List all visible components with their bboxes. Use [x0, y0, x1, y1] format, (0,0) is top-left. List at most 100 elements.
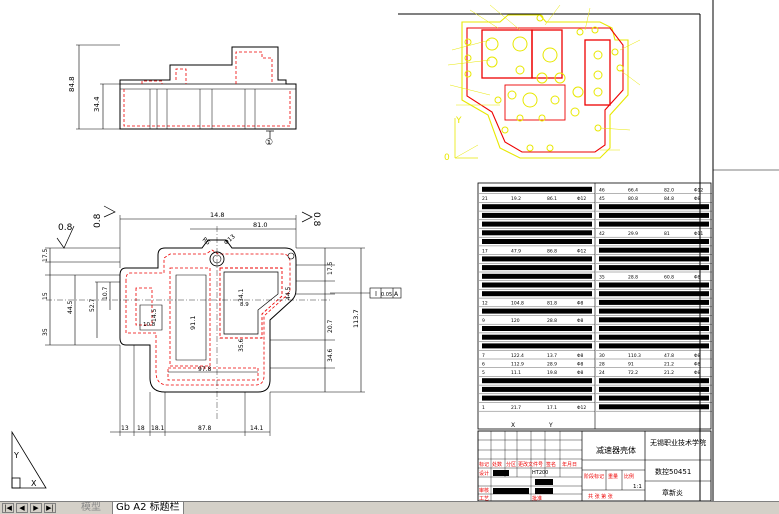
table-cell-no: 7 — [482, 353, 485, 359]
redacted-row-bar — [482, 308, 592, 314]
dim-bottom-3: 18.1 — [151, 425, 165, 432]
table-cell-d: Φ11 — [694, 231, 703, 237]
redacted-row-bar — [599, 265, 709, 271]
material-value: HT200 — [532, 470, 548, 476]
table-cell-no: 6 — [482, 362, 485, 368]
redacted-row-bar — [599, 317, 709, 323]
label-sheet: 共 张 第 张 — [588, 493, 613, 500]
dim-mid-2: 10.8 — [143, 322, 156, 328]
roughness-right: 0.8 — [311, 212, 321, 227]
iso-axis-y: Y — [455, 116, 462, 126]
table-cell-no: 28 — [599, 362, 605, 368]
dim-left-2: 15 — [42, 292, 49, 300]
school-name: 无锡职业技术学院 — [650, 438, 706, 447]
table-cell-d: Φ12 — [577, 248, 586, 254]
label-mark: 标记 — [479, 461, 489, 468]
table-cell-d: Φ8 — [694, 196, 701, 202]
table-cell-d: Φ8 — [694, 275, 701, 281]
cad-drawing[interactable]: 84.8 34.4 ① — [0, 0, 779, 502]
redacted-row-bar — [482, 395, 592, 401]
table-cell-x: 19.2 — [511, 196, 521, 202]
redacted-row-bar — [482, 282, 592, 288]
tab-model[interactable]: 模型 — [81, 502, 101, 513]
drawing-canvas[interactable]: 84.8 34.4 ① — [0, 0, 779, 502]
table-cell-d: Φ12 — [577, 196, 586, 202]
table-cell-y: 28.8 — [547, 318, 557, 324]
table-cell-d: Φ8 — [694, 353, 701, 359]
table-cell-d: Φ8 — [577, 362, 584, 368]
redacted-row-bar — [482, 204, 592, 210]
label-sign: 签名 — [546, 461, 556, 468]
label-change-doc: 更改文件号 — [518, 461, 543, 468]
redacted-row-bar — [599, 326, 709, 331]
redacted-row-bar — [482, 256, 592, 262]
dim-bottom-5: 14.1 — [250, 425, 264, 432]
dim-right-total: 113.7 — [352, 309, 360, 328]
table-cell-x: 110.3 — [628, 353, 641, 359]
dim-top-inner: 81.0 — [253, 221, 267, 229]
redacted-row-bar — [599, 395, 709, 401]
label-designer: 设计 — [479, 470, 489, 477]
title-block-frame — [477, 430, 712, 502]
table-cell-no: 9 — [482, 318, 485, 324]
redacted-row-bar — [599, 299, 709, 305]
redacted-row-bar — [482, 326, 592, 331]
table-cell-y: 81 — [664, 231, 670, 237]
dim-left-6: 10.7 — [102, 286, 109, 300]
dim-mid-1: 14.5 — [151, 308, 158, 322]
first-tab-icon[interactable]: |◀ — [2, 503, 14, 513]
front-total-height: 84.8 — [68, 76, 76, 92]
dim-left-1: 17.5 — [42, 248, 49, 262]
dim-right-2: 44.5 — [285, 286, 292, 300]
table-cell-no: 24 — [599, 370, 605, 376]
redacted-row-bar — [599, 308, 709, 314]
dim-bottom-2: 18 — [137, 425, 145, 432]
dim-inner-v2: 34.1 — [238, 288, 245, 302]
table-cell-no: 1 — [482, 405, 485, 411]
table-cell-x: 104.8 — [511, 301, 524, 307]
next-tab-icon[interactable]: ▶ — [30, 503, 42, 513]
ucs-x-label: X — [31, 479, 37, 488]
table-cell-y: 21.2 — [664, 362, 674, 368]
plan-view — [45, 205, 402, 436]
redacted-row-bar — [599, 291, 709, 297]
redacted-row-bar — [482, 334, 592, 340]
redacted-row-bar — [482, 230, 592, 236]
table-cell-x: 120 — [511, 318, 520, 324]
table-cell-no: 42 — [599, 231, 605, 237]
iso-axis-origin: 0 — [444, 153, 450, 163]
layout-tab-bar: |◀ ◀ ▶ ▶| 模型 Gb A2 标题栏 — [0, 501, 779, 514]
flatness-tolerance: 0.05 — [381, 292, 392, 298]
redacted-row-bar — [599, 386, 709, 392]
table-cell-no: 30 — [599, 353, 605, 359]
ucs-icon — [11, 430, 47, 489]
prev-tab-icon[interactable]: ◀ — [16, 503, 28, 513]
drawer-name: 章新炎 — [662, 488, 683, 497]
table-cell-no: 35 — [599, 275, 605, 281]
dim-right-1: 17.5 — [327, 261, 334, 275]
dim-radius: R6 — [201, 236, 212, 247]
tab-layout[interactable]: Gb A2 标题栏 — [112, 502, 184, 514]
table-cell-y: 19.8 — [547, 370, 557, 376]
redacted-row-bar — [482, 265, 592, 271]
hole-position-view — [447, 4, 641, 159]
table-cell-y: 84.8 — [664, 196, 674, 202]
label-date: 年月日 — [562, 461, 577, 468]
table-header-y: Y — [548, 422, 553, 429]
table-cell-x: 66.4 — [628, 188, 638, 194]
label-approve: 批准 — [532, 495, 542, 501]
table-cell-no: 21 — [482, 196, 488, 202]
redacted-row-bar — [482, 186, 592, 192]
last-tab-icon[interactable]: ▶| — [44, 503, 56, 513]
table-cell-d: Φ8 — [577, 353, 584, 359]
redacted-row-bar — [482, 291, 592, 297]
label-stage: 阶段标记 — [584, 473, 604, 480]
table-cell-no: 5 — [482, 370, 485, 376]
label-weight: 重量 — [608, 473, 618, 480]
ucs-y-label: Y — [13, 451, 19, 460]
dim-inner-v1: 91.1 — [189, 316, 197, 330]
dim-bottom-1: 13 — [121, 425, 129, 432]
drawing-number: 数控50451 — [655, 467, 691, 476]
table-cell-y: 82.0 — [664, 188, 674, 194]
redacted-row-bar — [482, 343, 592, 349]
